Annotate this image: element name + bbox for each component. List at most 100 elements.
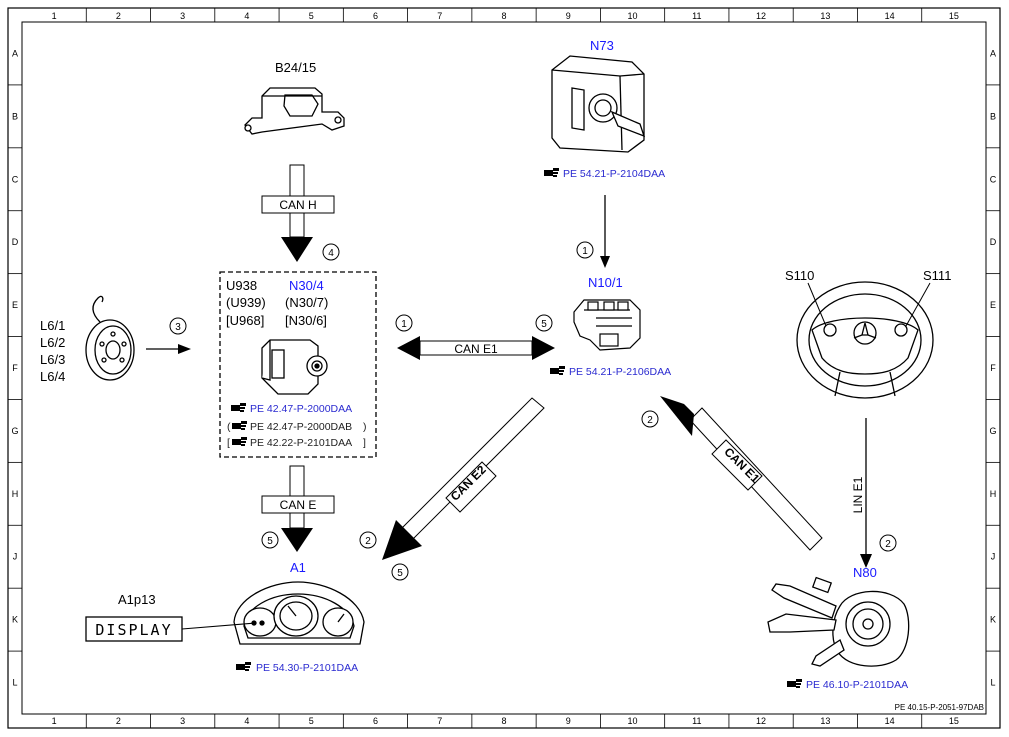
step-5-can-e2: 5	[391, 563, 409, 581]
n80-ref: PE 46.10-P-2101DAA	[787, 679, 908, 691]
grid-col-label-bottom: 14	[885, 716, 895, 726]
l6-2-label: L6/2	[40, 335, 65, 350]
svg-text:PE 46.10-P-2101DAA: PE 46.10-P-2101DAA	[806, 679, 908, 691]
svg-text:PE 42.47-P-2000DAA: PE 42.47-P-2000DAA	[250, 403, 352, 415]
svg-text:3: 3	[175, 322, 181, 333]
a1p13-label: A1p13	[118, 592, 156, 607]
n73-ignition-switch[interactable]: N73 PE 54.21-P-2104DAA	[544, 38, 665, 180]
grid-col-label-bottom: 2	[116, 716, 121, 726]
grid-row-label-right: C	[990, 174, 997, 184]
grid-row-label-right: L	[990, 678, 995, 688]
grid-col-label-top: 10	[628, 11, 638, 21]
l6-3-label: L6/3	[40, 352, 65, 367]
can-e1-diagonal-link: CAN E1	[660, 396, 823, 551]
n73-label: N73	[590, 38, 614, 53]
grid-col-label-top: 8	[501, 11, 506, 21]
grid-col-label-top: 12	[756, 11, 766, 21]
steering-wheel-buttons[interactable]: S110 S111	[785, 268, 951, 399]
svg-text:[: [	[227, 437, 230, 449]
grid-col-label-bottom: 5	[309, 716, 314, 726]
grid-row-label-left: J	[13, 552, 18, 562]
svg-text:1: 1	[401, 319, 407, 330]
l6-1-label: L6/1	[40, 318, 65, 333]
grid-col-label-bottom: 9	[566, 716, 571, 726]
grid-row-label-right: K	[990, 615, 996, 625]
grid-col-label-top: 15	[949, 11, 959, 21]
n30-4-module-box[interactable]: U938 (U939) [U968] N30/4 (N30/7) [N30/6]…	[219, 271, 377, 458]
step-5-can-e1: 5	[535, 314, 553, 332]
svg-text:(: (	[227, 421, 231, 433]
a1p13-display[interactable]: A1p13 DISPLAY	[85, 592, 257, 642]
n30-u939: (U939)	[226, 295, 266, 310]
grid-col-label-bottom: 10	[628, 716, 638, 726]
svg-text:PE 54.21-P-2104DAA: PE 54.21-P-2104DAA	[563, 168, 665, 180]
grid-col-label-top: 4	[244, 11, 249, 21]
grid-col-label-bottom: 15	[949, 716, 959, 726]
grid-row-label-right: A	[990, 48, 996, 58]
n73-icon	[551, 55, 646, 153]
grid-row-label-right: B	[990, 111, 996, 121]
b24-15-sensor[interactable]: B24/15	[244, 60, 345, 135]
n10-1-sam-module[interactable]: N10/1 PE 54.21-P-2106DAA	[550, 275, 671, 378]
l6-wheel-speed-sensors[interactable]: L6/1 L6/2 L6/3 L6/4	[40, 295, 135, 384]
n73-ref: PE 54.21-P-2104DAA	[544, 168, 665, 180]
b24-15-label: B24/15	[275, 60, 316, 75]
can-h-label: CAN H	[279, 198, 316, 212]
n80-icon	[767, 576, 910, 667]
svg-text:1: 1	[582, 246, 588, 257]
step-1-n73: 1	[576, 241, 594, 259]
grid-col-label-bottom: 8	[501, 716, 506, 726]
n30-ref-2: ( PE 42.47-P-2000DAB )	[227, 421, 367, 433]
grid-col-label-bottom: 3	[180, 716, 185, 726]
grid-col-label-top: 11	[692, 11, 701, 21]
svg-text:PE 54.30-P-2101DAA: PE 54.30-P-2101DAA	[256, 662, 358, 674]
step-3-l6: 3	[169, 317, 187, 335]
n73-to-n10-arrow	[600, 195, 610, 268]
display-text: DISPLAY	[95, 621, 172, 639]
l6-4-label: L6/4	[40, 369, 65, 384]
grid-col-label-bottom: 4	[244, 716, 249, 726]
grid-row-label-left: D	[12, 237, 19, 247]
can-e2-link: CAN E2	[382, 397, 545, 560]
svg-text:5: 5	[397, 568, 403, 579]
document-id: PE 40.15-P-2051-97DAB	[895, 703, 984, 712]
grid-col-label-bottom: 1	[52, 716, 57, 726]
s110-label: S110	[785, 268, 814, 283]
svg-text:4: 4	[328, 248, 334, 259]
n80-steering-column-module[interactable]: N80 PE 46.10-P-2101DAA	[767, 565, 910, 691]
can-h-link: CAN H	[261, 164, 335, 262]
lin-e1-label: LIN E1	[851, 476, 865, 513]
grid-row-label-right: D	[990, 237, 997, 247]
wheel-hub-icon	[85, 295, 135, 381]
grid-col-label-bottom: 11	[692, 716, 701, 726]
grid-row-label-right: J	[991, 552, 996, 562]
n10-1-label: N10/1	[588, 275, 623, 290]
n30-4-icon	[261, 339, 328, 395]
n30-u938: U938	[226, 278, 257, 293]
step-2-lin: 2	[879, 534, 897, 552]
n10-1-icon	[573, 299, 641, 351]
b24-15-icon	[244, 87, 345, 135]
grid-row-label-left: C	[12, 174, 19, 184]
step-2-can-e1-diag: 2	[641, 410, 659, 428]
lin-e1-link: LIN E1	[851, 418, 872, 568]
grid-col-label-bottom: 7	[437, 716, 442, 726]
grid-row-label-left: E	[12, 300, 18, 310]
can-e1-link: CAN E1	[397, 336, 555, 360]
grid-row-label-right: E	[990, 300, 996, 310]
grid-row-label-left: H	[12, 489, 19, 499]
svg-text:PE 42.22-P-2101DAA: PE 42.22-P-2101DAA	[250, 437, 352, 449]
n30-7-label: (N30/7)	[285, 295, 328, 310]
n30-ref-3: [ PE 42.22-P-2101DAA ]	[227, 437, 366, 449]
step-2-can-e2: 2	[359, 531, 377, 549]
a1-instrument-cluster[interactable]: A1 PE 54.30-P-2101DAA	[233, 560, 365, 674]
step-1-can-e1: 1	[395, 314, 413, 332]
grid-row-label-left: A	[12, 48, 18, 58]
grid-col-label-top: 1	[52, 11, 57, 21]
s111-label: S111	[923, 268, 951, 283]
n30-u968: [U968]	[226, 313, 264, 328]
can-e1-label: CAN E1	[454, 342, 498, 356]
n30-ref-1: PE 42.47-P-2000DAA	[231, 403, 352, 415]
a1-ref: PE 54.30-P-2101DAA	[236, 662, 358, 674]
